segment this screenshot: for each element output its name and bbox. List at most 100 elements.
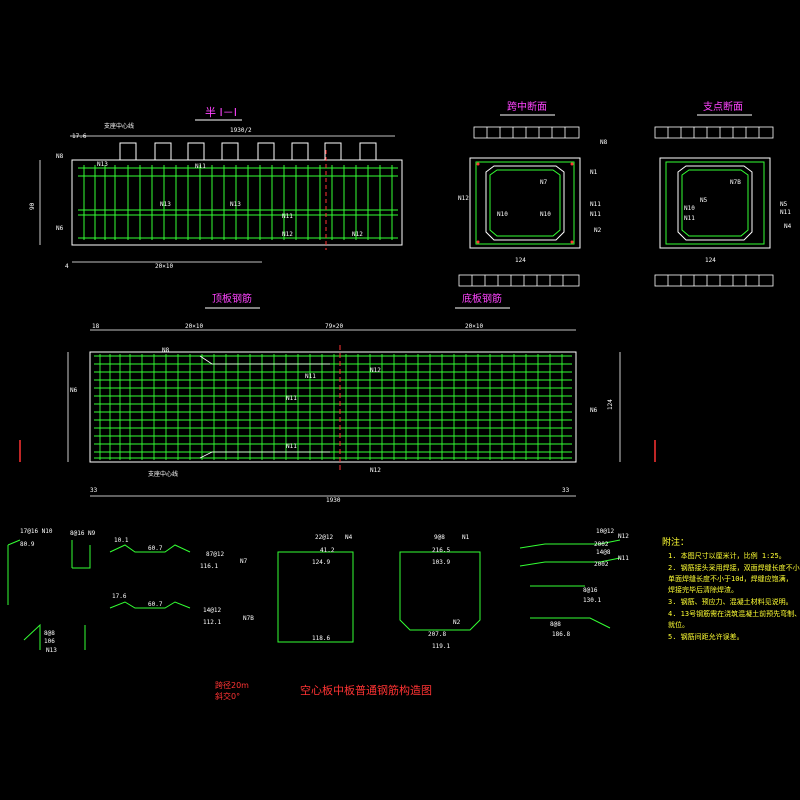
notes-item-3: 单面焊缝长度不小于10d，焊缝应饱满， <box>668 574 793 583</box>
notes-item-4: 焊接完毕后清除焊渣。 <box>668 585 738 594</box>
shape-n12-a: 10@12 <box>596 528 614 535</box>
shape-n10-label: 17@16 N10 <box>20 528 53 535</box>
plan-dim-79x20: 79×20 <box>325 323 343 330</box>
shape-n13-b: 106 <box>44 638 55 645</box>
notes-item-6: 4. 13号钢筋需在浇筑混凝土前预先弯制、安装 <box>668 609 800 618</box>
mid-label-n1: N1 <box>590 169 598 176</box>
half-length-label: 1930/2 <box>230 127 252 134</box>
mid-label-n11: N11 <box>590 201 601 208</box>
shape-n11-b: 2002 <box>594 561 609 568</box>
section-label-n6: N6 <box>56 225 64 232</box>
plan-view: 顶板钢筋 底板钢筋 18 20×10 79×20 20×10 <box>19 292 656 504</box>
title-block: 跨径20m 斜交0° 空心板中板普通钢筋构造图 <box>215 680 432 701</box>
shape-n12-b: 2002 <box>594 541 609 548</box>
plan-dim-124: 124 <box>607 399 614 410</box>
bar-shapes: 17@16 N10 80.9 8@16 N9 10.1 60.7 87@12 1… <box>7 528 629 654</box>
plan-dim-20x10b: 20×10 <box>465 323 483 330</box>
plan-label-n11b: N11 <box>286 395 297 402</box>
plan-dim-20x10: 20×10 <box>185 323 203 330</box>
notes-item-2: 2. 钢筋接头采用焊接，双面焊缝长度不小于5d， <box>668 563 800 572</box>
notes-item-5: 3. 钢筋、预应力、混凝土材料见说明。 <box>668 597 793 606</box>
shape-n1-d: 207.8 <box>428 631 446 638</box>
shape-n1-e: 119.1 <box>432 643 450 650</box>
plan-label-n6b: N6 <box>70 387 78 394</box>
shape-n7-label: N7 <box>240 558 248 565</box>
support-center-label: 支座中心线 <box>104 122 134 130</box>
section-label-n11-top: N11 <box>195 163 206 170</box>
shape-n13-label: N13 <box>46 647 57 654</box>
section-label-n13: N13 <box>97 161 108 168</box>
support-section-title: 支点断面 <box>703 100 743 113</box>
plan-dim-33b: 33 <box>562 487 570 494</box>
notes-item-8: 5. 钢筋间距允许误差。 <box>668 632 744 641</box>
bottom-rebar-title: 底板钢筋 <box>462 292 502 305</box>
shape-n8-a: 8@16 <box>583 587 598 594</box>
plan-label-n12b: N12 <box>370 467 381 474</box>
plan-label-n8: N8 <box>162 347 170 354</box>
sup-label-n10: N10 <box>684 205 695 212</box>
section-label-n13c: N13 <box>230 201 241 208</box>
section-dim-90: 90 <box>29 202 36 210</box>
plan-dim-18: 18 <box>92 323 100 330</box>
notes-title: 附注： <box>662 536 689 548</box>
shape-n7-e: 116.1 <box>200 563 218 570</box>
plan-label-n6: N6 <box>590 407 598 414</box>
sup-dim-124: 124 <box>705 257 716 264</box>
section-label-n13b: N13 <box>160 201 171 208</box>
stamp-line-1: 跨径20m <box>215 680 249 690</box>
section-label-n11: N11 <box>282 213 293 220</box>
mid-label-n10: N10 <box>497 211 508 218</box>
shape-n7-a: 10.1 <box>114 537 129 544</box>
shape-n4-a: 22@12 <box>315 534 333 541</box>
section-label-n12b: N12 <box>352 231 363 238</box>
support-section: 支点断面 N7B N5 N10 N11 N5 N11 N4 12 <box>654 100 792 287</box>
shape-n7-d: 87@12 <box>206 551 224 558</box>
mid-dim-124: 124 <box>515 257 526 264</box>
shape-n4-label: N4 <box>345 534 353 541</box>
shape-n1-b: 216.5 <box>432 547 450 554</box>
mid-label-n10b: N10 <box>540 211 551 218</box>
sup-label-n5: N5 <box>700 197 708 204</box>
shape-n12-label: N12 <box>618 533 629 540</box>
shape-n7b-label: N7B <box>243 615 254 622</box>
sup-label-n7b: N7B <box>730 179 741 186</box>
section-dim-20x10: 20×10 <box>155 263 173 270</box>
shape-n5-a: 8@8 <box>550 621 561 628</box>
plan-label-n12: N12 <box>370 367 381 374</box>
section-view-group: 半 I－I 支座中心线 1930/2 <box>29 105 403 270</box>
top-rebar-title: 顶板钢筋 <box>212 292 252 305</box>
section-title: 半 I－I <box>205 105 237 119</box>
sup-label-n11b: N11 <box>780 209 791 216</box>
mid-label-n7: N7 <box>540 179 548 186</box>
sup-label-n5b: N5 <box>780 201 788 208</box>
shape-n7b-c: 60.7 <box>148 601 163 608</box>
notes-item-7: 就位。 <box>668 620 689 629</box>
plan-label-n11: N11 <box>305 373 316 380</box>
mid-label-n12: N12 <box>458 195 469 202</box>
shape-n4-b: 41.2 <box>320 547 335 554</box>
sup-label-n11: N11 <box>684 215 695 222</box>
mid-label-n8: N8 <box>600 139 608 146</box>
shape-n7-b: 60.7 <box>148 545 163 552</box>
shape-n1-label: N1 <box>462 534 470 541</box>
plan-dim-total: 1930 <box>326 497 341 504</box>
section-label-n12: N12 <box>282 231 293 238</box>
plan-label-n11c: N11 <box>286 443 297 450</box>
section-label-n8: N8 <box>56 153 64 160</box>
shape-n2-label: N2 <box>453 619 461 626</box>
shape-n7b-b: 17.6 <box>112 593 127 600</box>
sup-label-n4: N4 <box>784 223 792 230</box>
notes-block: 附注： 1. 本图尺寸以厘米计，比例 1:25。 2. 钢筋接头采用焊接，双面焊… <box>662 536 800 641</box>
plan-dim-33: 33 <box>90 487 98 494</box>
section-dim-176: 17.6 <box>72 133 87 140</box>
stamp-line-2: 斜交0° <box>215 691 240 701</box>
shape-n5-b: 186.8 <box>552 631 570 638</box>
drawing-title: 空心板中板普通钢筋构造图 <box>300 683 432 697</box>
shape-n11-label: N11 <box>618 555 629 562</box>
shape-n7b-e: 14@12 <box>203 607 221 614</box>
mid-section-title: 跨中断面 <box>507 100 547 113</box>
shape-n1-a: 9@8 <box>434 534 445 541</box>
mid-label-n2: N2 <box>594 227 602 234</box>
